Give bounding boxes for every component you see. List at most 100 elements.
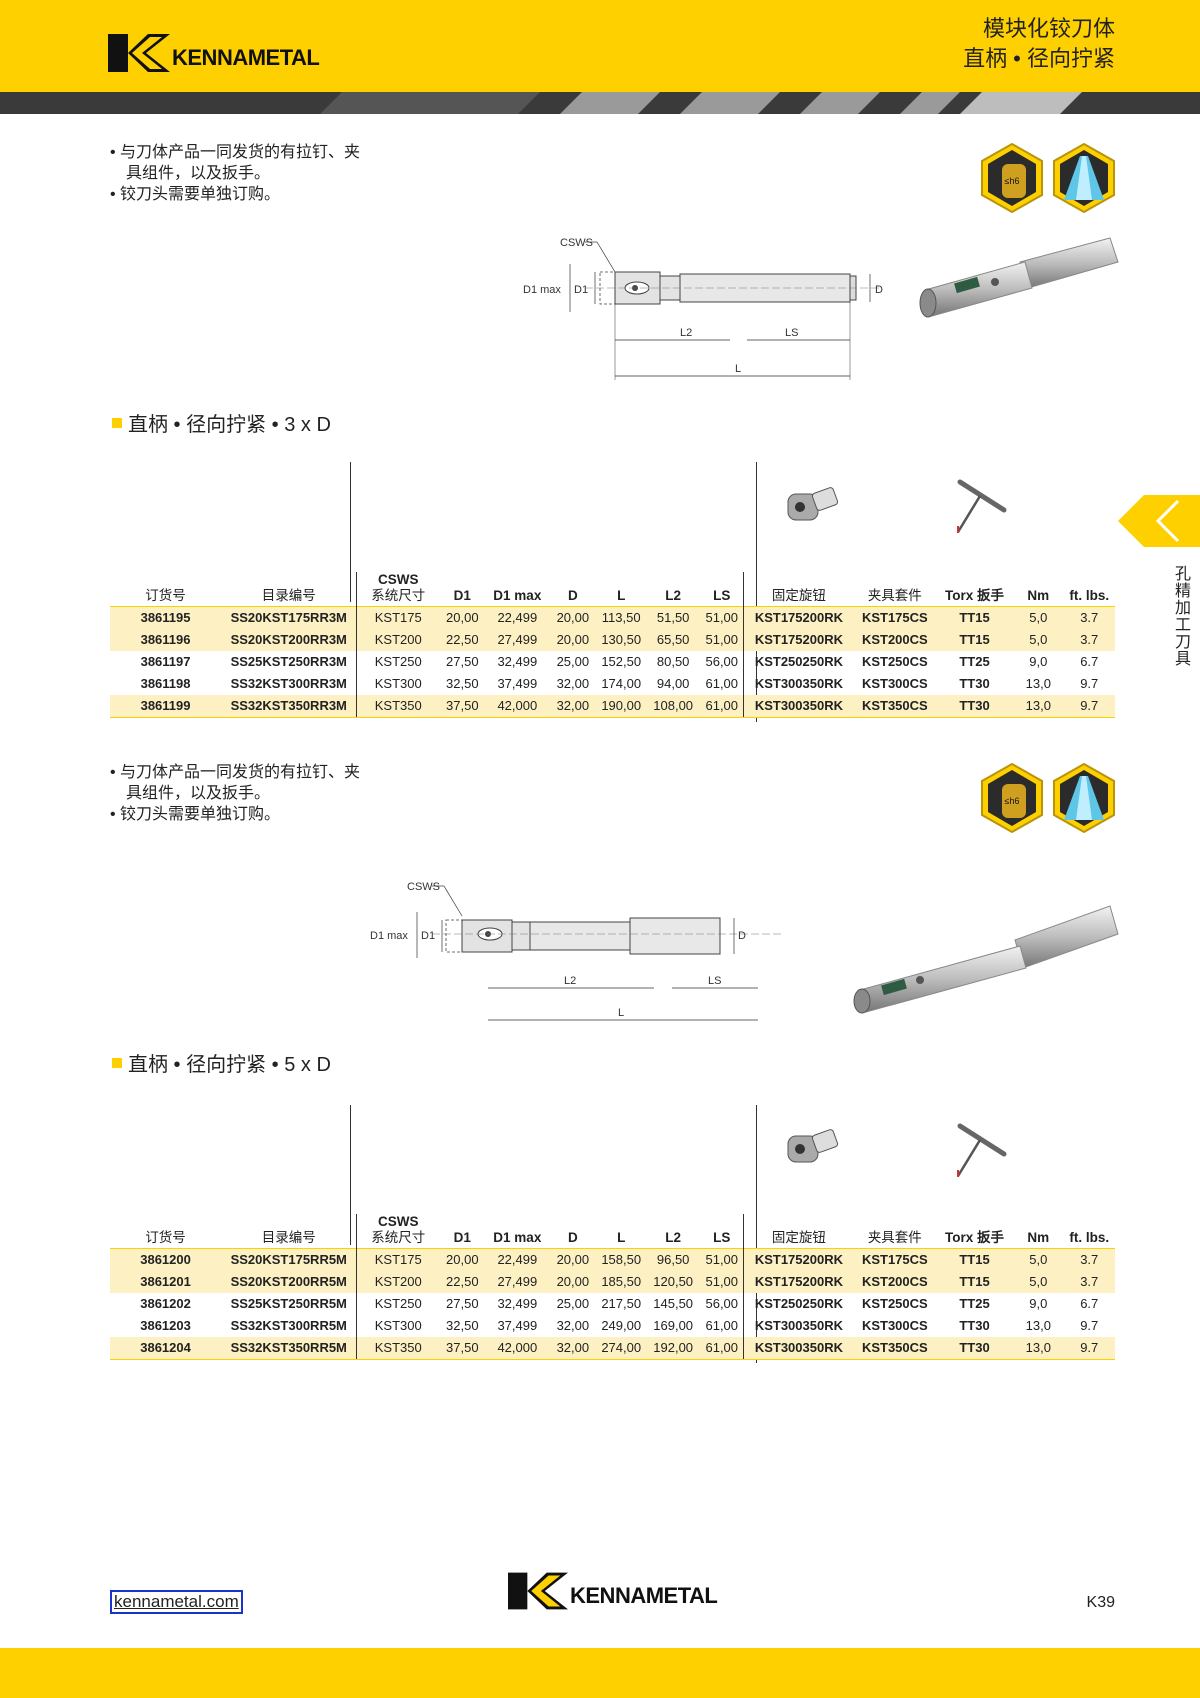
table-cell: 20,00	[439, 606, 486, 629]
table-cell: 22,499	[485, 1248, 550, 1271]
table-cell: 3861203	[140, 1318, 191, 1333]
table-cell: KST175	[356, 1248, 440, 1271]
section-title: 直柄 • 径向拧紧 • 3 x D	[112, 408, 331, 437]
table-divider	[756, 462, 757, 722]
table-cell: 37,499	[497, 676, 538, 691]
table-cell: 37,50	[439, 695, 486, 718]
note-item: • 铰刀头需要单独订购。	[110, 806, 281, 823]
table-cell: 51,50	[645, 606, 701, 629]
brand-logo: KENNAMETAL	[108, 34, 320, 72]
table-cell: TT30	[959, 1318, 990, 1333]
table-cell: 3861202	[140, 1296, 191, 1311]
table-cell: 152,50	[601, 654, 642, 669]
table-cell: KST250	[374, 1296, 422, 1311]
table-cell: 5,0	[1013, 1248, 1064, 1271]
svg-text:D1 max: D1 max	[370, 930, 408, 942]
table-cell: KST175200RK	[743, 1248, 854, 1271]
table-cell: TT30	[935, 1337, 1014, 1360]
table-divider	[350, 1105, 351, 1245]
side-tab-label: 孔精加工刀具	[1172, 565, 1189, 667]
section-title-marker	[112, 417, 122, 428]
table-cell: KST175CS	[853, 606, 936, 629]
coolant-icon	[1053, 142, 1115, 214]
svg-text:L2: L2	[680, 327, 692, 339]
table-cell: 56,00	[700, 1293, 745, 1315]
table-cell: 3861197	[140, 654, 191, 669]
table-cell: 192,00	[645, 1337, 701, 1360]
table-cell: 249,00	[601, 1318, 642, 1333]
page-number: K39	[1086, 1594, 1115, 1611]
table-cell: SS25KST250RR5M	[221, 1293, 358, 1315]
table-cell: KST175	[356, 606, 440, 629]
notes-list: • 与刀体产品一同发货的有拉钉、夹具组件，以及扳手。 • 铰刀头需要单独订购。	[110, 762, 370, 825]
website-link[interactable]: kennametal.com	[110, 1590, 243, 1614]
svg-text:LS: LS	[785, 327, 798, 339]
table-cell: KST350CS	[853, 695, 936, 718]
kennametal-k-icon	[108, 34, 170, 72]
svg-text:≤h6: ≤h6	[1005, 796, 1020, 806]
table-cell: SS20KST175RR3M	[221, 606, 358, 629]
table-cell: 32,50	[446, 1318, 479, 1333]
table-cell: 20,00	[549, 1271, 597, 1293]
section-title-marker	[112, 1057, 122, 1068]
table-cell: 9.7	[1063, 695, 1115, 718]
table-cell: 108,00	[645, 695, 701, 718]
feature-icons: ≤h6	[980, 762, 1116, 834]
table-cell: KST250250RK	[754, 654, 843, 669]
table-cell: 56,00	[700, 651, 745, 673]
table-cell: KST175200RK	[743, 606, 854, 629]
side-tab-chevron-icon	[1118, 495, 1200, 547]
table-cell: 51,00	[700, 1271, 745, 1293]
table-cell: KST200	[356, 1271, 440, 1293]
table-cell: 145,50	[653, 1296, 694, 1311]
table-cell: 32,499	[497, 1296, 538, 1311]
table-cell: 32,00	[556, 1318, 590, 1333]
note-item: • 铰刀头需要单独订购。	[110, 186, 281, 203]
table-cell: 25,00	[556, 654, 590, 669]
table-cell: 190,00	[596, 695, 646, 718]
table-cell: KST250CS	[861, 654, 928, 669]
table-cell: KST300350RK	[754, 1318, 843, 1333]
table-cell: KST300	[374, 676, 422, 691]
table-cell: 96,50	[645, 1248, 701, 1271]
table-cell: TT15	[935, 1248, 1014, 1271]
table-cell: 120,50	[645, 1271, 701, 1293]
table-cell: 9.7	[1080, 1318, 1099, 1333]
table-cell: KST200CS	[853, 1271, 936, 1293]
table-cell: 3861195	[110, 606, 222, 629]
brand-wordmark: KENNAMETAL	[172, 45, 320, 70]
table-cell: 3861199	[110, 695, 222, 718]
table-cell: 174,00	[601, 676, 642, 691]
table-cell: 13,0	[1013, 695, 1064, 718]
table-cell: 185,50	[596, 1271, 646, 1293]
table-cell: KST300350RK	[743, 1337, 854, 1360]
clamp-screw-icon	[787, 1129, 839, 1163]
table-cell: 20,00	[549, 629, 597, 651]
svg-text:D1: D1	[574, 284, 588, 296]
section-title: 直柄 • 径向拧紧 • 5 x D	[112, 1048, 331, 1077]
table-cell: 22,499	[485, 606, 550, 629]
table-cell: 3.7	[1063, 1271, 1115, 1293]
table-cell: 20,00	[439, 1248, 486, 1271]
table-cell: KST300CS	[861, 676, 928, 691]
table-cell: 65,50	[645, 629, 701, 651]
table-cell: KST175200RK	[743, 1271, 854, 1293]
table-cell: 61,00	[700, 1337, 745, 1360]
table-cell: 37,50	[439, 1337, 486, 1360]
torx-wrench-icon	[956, 479, 1007, 533]
table-cell: KST250CS	[861, 1296, 928, 1311]
table-cell: SS32KST300RR3M	[221, 673, 358, 695]
table-cell: TT30	[935, 695, 1014, 718]
footer-brand-logo: KENNAMETAL	[508, 1572, 718, 1610]
torx-wrench-icon	[956, 1123, 1007, 1177]
table-cell: 27,499	[485, 1271, 550, 1293]
